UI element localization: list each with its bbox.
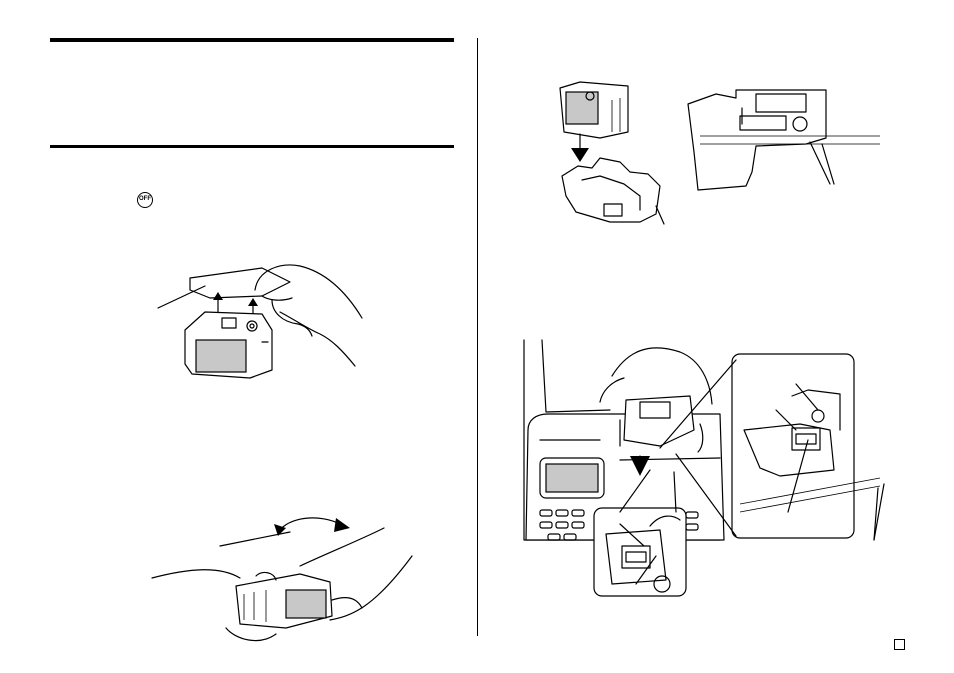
column-divider (477, 38, 478, 636)
cassette-being-inserted (619, 395, 695, 476)
arrow-down (571, 133, 589, 162)
detail-inset-right (731, 353, 885, 541)
inset-connectors (619, 359, 737, 537)
hands-holding (151, 527, 413, 642)
cassette-held (235, 573, 333, 629)
tape-cassette (184, 311, 273, 379)
ribbon-cassette (559, 81, 629, 139)
heading-top-rule (50, 38, 454, 42)
rotation-arrow (219, 517, 350, 547)
page-box-icon (894, 639, 905, 650)
hand-inserting (599, 347, 713, 453)
hand-pulling (254, 264, 363, 367)
off-key-icon: OFF (137, 192, 153, 208)
printer-side-view (687, 89, 880, 191)
heading-bottom-rule (50, 145, 454, 148)
detail-inset-left (593, 507, 687, 597)
cassette-holder (561, 157, 665, 225)
